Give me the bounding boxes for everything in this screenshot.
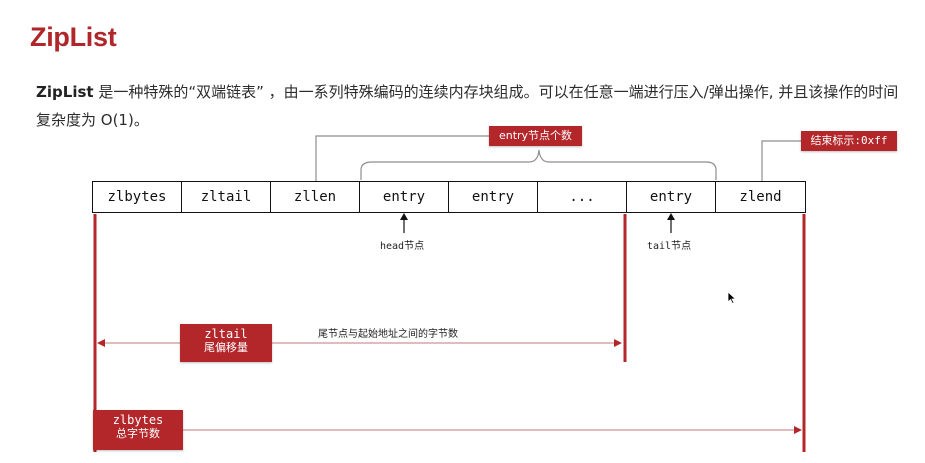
zlbytes-total-desc: 总字节数 (116, 427, 160, 440)
ziplist-structure: zlbytes zltail zllen entry entry ... ent… (92, 181, 806, 213)
cell-zlbytes: zlbytes (93, 182, 182, 212)
cell-zlend: zlend (739, 189, 782, 205)
description-text: 是一种特殊的“双端链表” ，由一系列特殊编码的连续内存块组成。可以在任意一端进行… (36, 83, 899, 129)
tail-offset-description: 尾节点与起始地址之间的字节数 (318, 329, 458, 340)
head-node-label: head节点 (380, 241, 425, 252)
zltail-offset-name: zltail (204, 327, 248, 341)
entry-count-tag: entry节点个数 (489, 126, 582, 146)
end-marker-tag: 结束标示:0xff (801, 131, 897, 151)
description-paragraph: ZipList 是一种特殊的“双端链表” ，由一系列特殊编码的连续内存块组成。可… (36, 78, 906, 134)
cell-zltail: zltail (182, 182, 271, 212)
tail-node-label: tail节点 (647, 241, 692, 252)
cell-entry-tail: entry (627, 182, 716, 212)
zltail-offset-desc: 尾偏移量 (204, 341, 248, 354)
zllen-connector (315, 135, 489, 181)
cell-ellipsis: ... (538, 182, 627, 212)
page-title: ZipList (30, 22, 117, 52)
entries-brace (360, 149, 717, 180)
cell-zllen: zllen (271, 182, 360, 212)
zlbytes-total-tag: zlbytes 总字节数 (93, 410, 183, 450)
cell-entry: entry (449, 182, 538, 212)
zlend-connector (761, 140, 801, 181)
zltail-span-left-head (97, 339, 105, 347)
mouse-pointer-icon (727, 291, 737, 305)
cell-entry-head: entry (360, 182, 449, 212)
zlbytes-span-right-head (794, 426, 802, 434)
head-arrowhead (400, 213, 408, 220)
tail-arrowhead (667, 213, 675, 220)
zltail-span-right-head (614, 339, 622, 347)
zlbytes-total-name: zlbytes (112, 413, 164, 427)
zltail-offset-tag: zltail 尾偏移量 (180, 324, 272, 362)
description-keyword: ZipList (36, 83, 94, 101)
